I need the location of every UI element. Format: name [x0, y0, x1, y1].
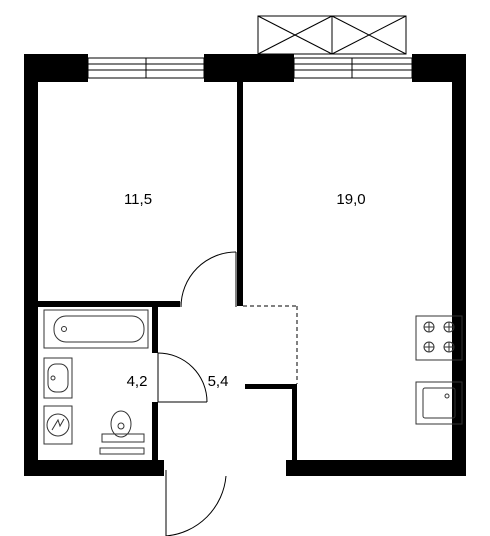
bedroom-window [87, 57, 205, 79]
stove-icon [415, 315, 463, 361]
bathtub-icon [43, 309, 149, 349]
sink-icon [43, 357, 73, 399]
toilet-icon [99, 410, 145, 455]
entrance-door-icon [165, 470, 227, 536]
bathroom-door-icon [157, 352, 208, 403]
interior-walls [38, 82, 297, 464]
kitchen-area-label: 19,0 [336, 191, 365, 208]
kitchen-sink-icon [415, 381, 463, 425]
outer-walls [24, 54, 466, 476]
kitchen-window [293, 57, 413, 79]
bedroom-door-icon [180, 251, 237, 308]
bathroom-area-label: 4,2 [127, 373, 148, 390]
hallway-area-label: 5,4 [208, 373, 229, 390]
balcony-icon [257, 15, 407, 55]
bedroom-area-label: 11,5 [124, 191, 152, 208]
kitchen-opening [243, 305, 298, 384]
washing-machine-icon [43, 405, 73, 445]
